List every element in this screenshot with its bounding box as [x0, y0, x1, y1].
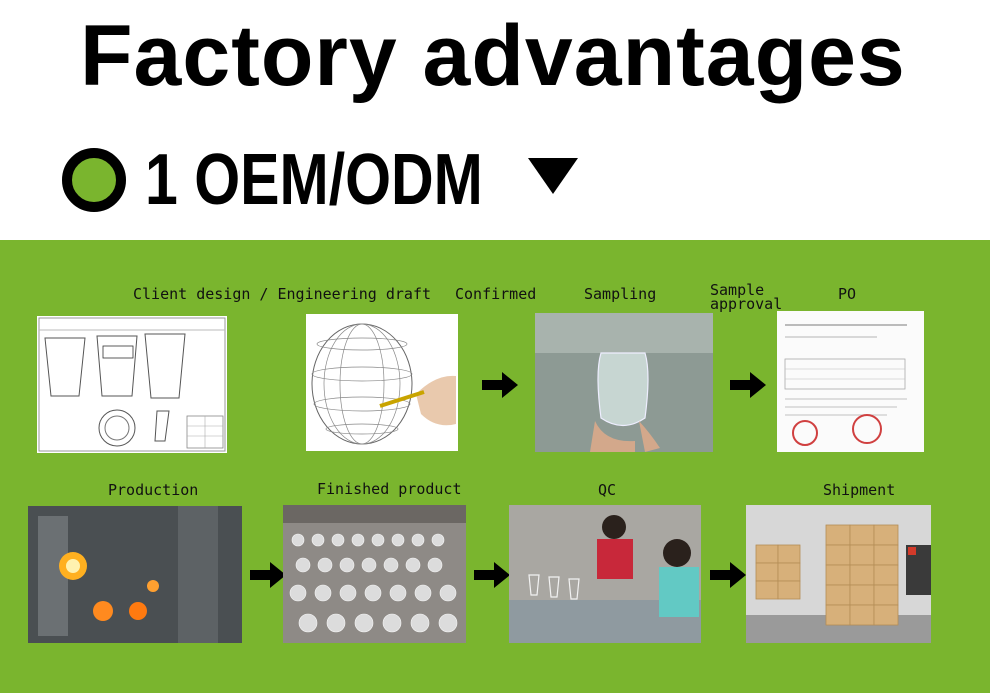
qc-photo	[509, 505, 701, 643]
label-sampling: Sampling	[584, 285, 657, 303]
label-confirmed: Confirmed	[455, 285, 537, 303]
finished-product-graphic	[283, 505, 466, 643]
wireframe-design-image	[306, 314, 458, 451]
label-sample-approval-2: approval	[710, 295, 783, 313]
label-qc: QC	[598, 481, 617, 499]
shipment-graphic	[746, 505, 931, 643]
arrow-right-icon	[474, 562, 510, 588]
section-subtitle: 1 OEM/ODM	[145, 140, 483, 220]
po-document-graphic	[777, 311, 924, 452]
label-po: PO	[838, 285, 857, 303]
finished-product-photo	[283, 505, 466, 643]
label-shipment: Shipment	[823, 481, 896, 499]
purchase-order-document	[777, 311, 924, 452]
engineering-drawing-image	[37, 316, 227, 453]
page-title: Factory advantages	[80, 8, 906, 104]
label-client-design: Client design / Engineering draft	[133, 285, 432, 303]
arrow-right-icon	[482, 372, 518, 398]
qc-graphic	[509, 505, 701, 643]
production-graphic	[28, 506, 242, 643]
wireframe-graphic	[311, 323, 456, 445]
header: Factory advantages 1 OEM/ODM	[0, 0, 990, 240]
sampling-photo	[535, 313, 713, 452]
production-photo	[28, 506, 242, 643]
triangle-down-icon	[528, 158, 578, 194]
label-finished-product: Finished product	[317, 480, 462, 498]
arrow-right-icon	[250, 562, 286, 588]
label-production: Production	[108, 481, 199, 499]
label-sample-approval-1: Sample	[710, 281, 765, 299]
shipment-photo	[746, 505, 931, 643]
sampling-graphic	[535, 313, 713, 452]
drawing-graphic	[38, 317, 226, 452]
arrow-right-icon	[730, 372, 766, 398]
arrow-right-icon	[710, 562, 746, 588]
circle-bullet-icon	[62, 148, 126, 212]
